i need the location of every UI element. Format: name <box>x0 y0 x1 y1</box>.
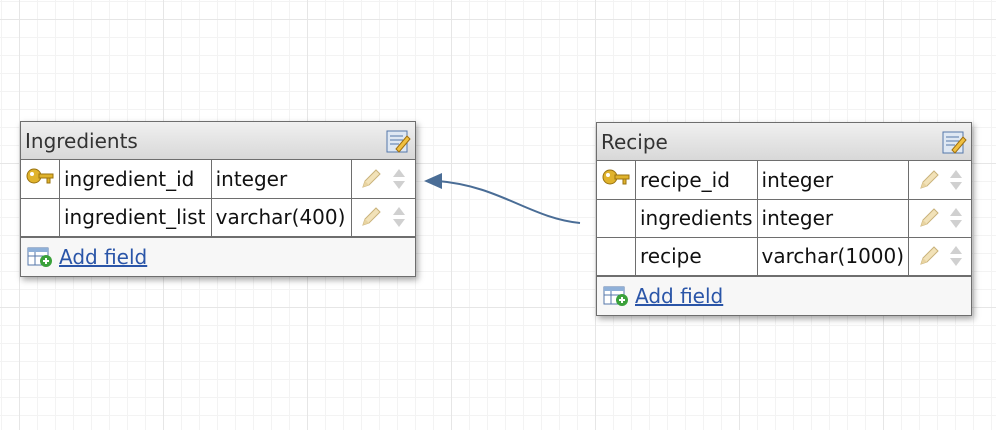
table-header[interactable]: Ingredients <box>21 122 415 160</box>
field-type[interactable]: integer <box>756 161 910 200</box>
fields-table: recipe_id integer ingredients integer <box>597 161 971 276</box>
table-title: Recipe <box>601 129 668 154</box>
edit-field-icon[interactable] <box>917 168 941 192</box>
fields-table: ingredient_id integer ingredient_list <box>21 160 415 237</box>
reorder-field-icon[interactable] <box>391 204 407 230</box>
table-title: Ingredients <box>25 128 138 153</box>
table-row[interactable]: recipe_id integer <box>597 161 971 200</box>
field-name[interactable]: ingredient_list <box>59 197 212 237</box>
edit-field-icon[interactable] <box>917 244 941 268</box>
relation-arrowhead <box>424 173 442 189</box>
table-row[interactable]: ingredient_list varchar(400) <box>21 197 415 237</box>
field-name[interactable]: recipe_id <box>635 161 758 200</box>
edit-field-icon[interactable] <box>917 206 941 230</box>
ingredients-table[interactable]: Ingredients ingredient_id integer <box>20 121 416 277</box>
add-field-link[interactable]: Add field <box>59 244 148 269</box>
relation-line <box>437 180 581 224</box>
edit-table-icon[interactable] <box>941 129 967 155</box>
edit-table-icon[interactable] <box>385 128 411 154</box>
add-field-icon[interactable] <box>27 246 53 268</box>
reorder-field-icon[interactable] <box>391 166 407 192</box>
table-row[interactable]: ingredients integer <box>597 198 971 238</box>
field-type[interactable]: integer <box>756 198 910 238</box>
recipe-table[interactable]: Recipe recipe_id integer <box>596 122 972 316</box>
add-field-row: Add field <box>597 275 971 315</box>
field-name[interactable]: ingredient_id <box>59 160 212 199</box>
reorder-field-icon[interactable] <box>948 205 964 231</box>
reorder-field-icon[interactable] <box>948 243 964 269</box>
field-type[interactable]: varchar(400) <box>210 197 352 237</box>
edit-field-icon[interactable] <box>359 205 383 229</box>
field-type[interactable]: integer <box>210 160 352 199</box>
table-row[interactable]: ingredient_id integer <box>21 160 415 199</box>
add-field-link[interactable]: Add field <box>635 283 724 308</box>
add-field-icon[interactable] <box>603 285 629 307</box>
field-name[interactable]: recipe <box>635 236 758 276</box>
primary-key-icon <box>602 169 630 185</box>
primary-key-icon <box>26 168 54 184</box>
add-field-row: Add field <box>21 236 415 276</box>
field-type[interactable]: varchar(1000) <box>756 236 910 276</box>
edit-field-icon[interactable] <box>359 167 383 191</box>
field-name[interactable]: ingredients <box>635 198 758 238</box>
table-header[interactable]: Recipe <box>597 123 971 161</box>
table-row[interactable]: recipe varchar(1000) <box>597 236 971 276</box>
reorder-field-icon[interactable] <box>948 167 964 193</box>
